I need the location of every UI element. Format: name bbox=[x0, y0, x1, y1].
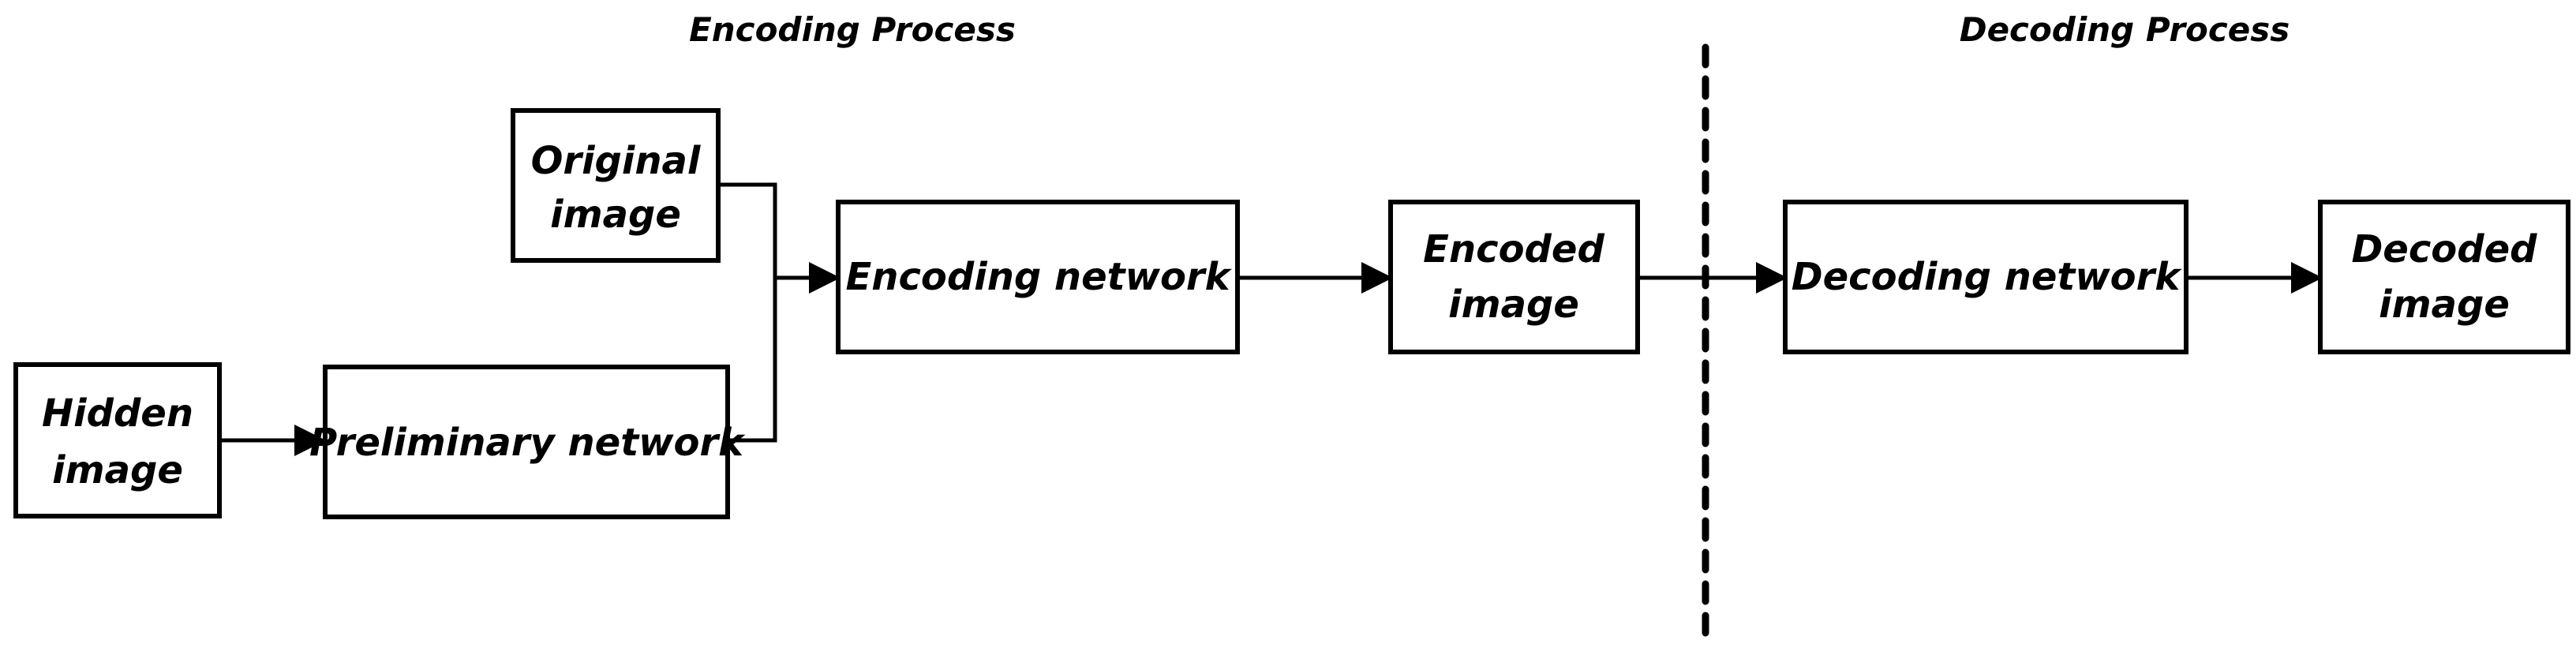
original-image-label-line2: image bbox=[550, 193, 681, 237]
decoding-process-title: Decoding Process bbox=[1960, 10, 2290, 49]
preliminary-network-node: Preliminary network bbox=[309, 365, 746, 519]
decoding-network-node: Decoding network bbox=[1783, 200, 2188, 354]
preliminary-network-label: Preliminary network bbox=[309, 421, 746, 465]
encoding-network-label: Encoding network bbox=[845, 255, 1232, 299]
encoded-image-label-line2: image bbox=[1448, 283, 1579, 327]
encoded-image-node: Encoded image bbox=[1388, 200, 1640, 354]
decoding-network-label: Decoding network bbox=[1792, 255, 2183, 299]
edge-preliminary-to-junction bbox=[728, 278, 777, 443]
decoded-image-label-line2: image bbox=[2379, 283, 2510, 327]
original-image-node: Original image bbox=[511, 108, 721, 263]
original-image-label-line1: Original bbox=[531, 139, 701, 183]
hidden-image-label-line2: image bbox=[52, 448, 183, 492]
decoded-image-label-line1: Decoded bbox=[2351, 227, 2537, 271]
edge-original-to-junction bbox=[718, 182, 777, 278]
hidden-image-node: Hidden image bbox=[13, 362, 222, 518]
encoded-image-label-line1: Encoded bbox=[1423, 227, 1604, 271]
hidden-image-label-line1: Hidden bbox=[42, 391, 193, 436]
decoded-image-node: Decoded image bbox=[2318, 200, 2570, 354]
encoding-network-node: Encoding network bbox=[836, 200, 1240, 354]
encoding-process-title: Encoding Process bbox=[689, 10, 1016, 49]
